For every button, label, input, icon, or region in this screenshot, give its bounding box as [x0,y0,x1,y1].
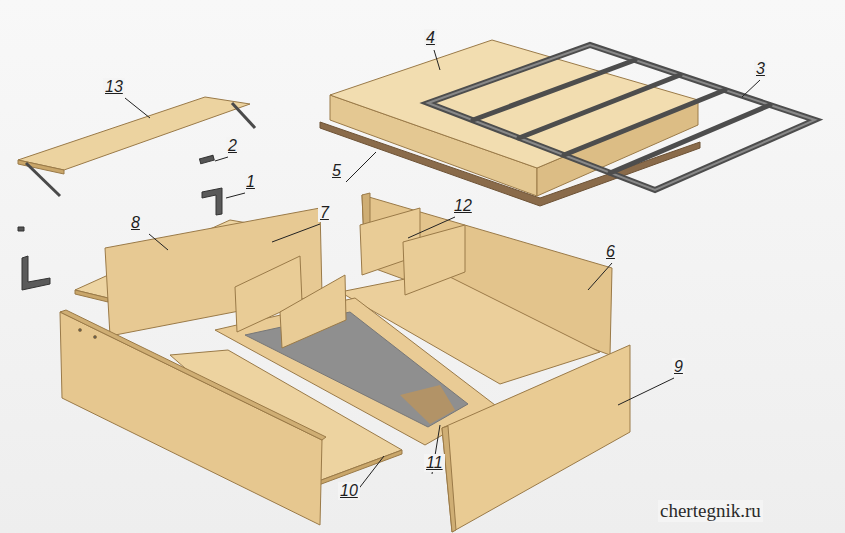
callout-number: 5 [330,162,343,180]
divider-panel [403,225,465,295]
callout-number: 8 [129,214,142,232]
callout-number: 13 [103,78,125,96]
callout-number: 12 [452,197,474,215]
divider-panel [280,275,346,348]
callout-number: 3 [754,60,767,78]
leader-lines [125,50,760,500]
callout-number: 11 [424,454,445,472]
callout-number: 4 [424,29,437,47]
watermark: chertegnik.ru [658,500,763,522]
callout-number: 9 [672,358,685,376]
side-panel [442,345,630,532]
callout-number: 10 [338,482,360,500]
callout-number: 7 [318,204,331,222]
slat-frame [428,45,815,190]
callout-number: 1 [244,173,257,191]
headboard [18,97,255,196]
callout-number: 2 [226,137,239,155]
callout-number: 6 [604,243,617,261]
